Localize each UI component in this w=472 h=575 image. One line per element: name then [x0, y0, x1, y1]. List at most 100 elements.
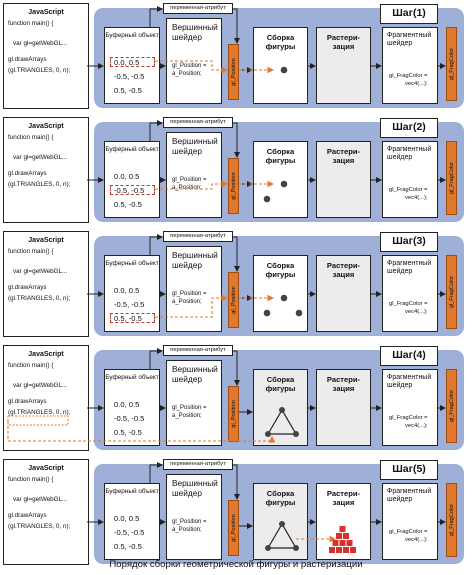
buffer-row: 0.5, -0.5	[114, 542, 142, 551]
fragment-shader-box: Фрагментный шейдер gl_FragColor =vec4(...…	[382, 141, 438, 218]
attribute-variable-label: переменная-атрибут	[163, 231, 233, 242]
buffer-row: 0.5, -0.5	[114, 428, 142, 437]
rasterization-title: Растери-зация	[326, 261, 361, 279]
arrow-attribute-to-position	[233, 350, 240, 386]
step-label: Шаг(4)	[380, 346, 438, 366]
rasterization-box: Растери-зация	[316, 255, 371, 332]
rasterization-box: Растери-зация	[316, 141, 371, 218]
assembled-triangle	[266, 522, 298, 549]
attribute-variable-label: переменная-атрибут	[163, 345, 233, 356]
fragment-shader-code-line: vec4(...);	[404, 422, 428, 429]
shape-assembly-title: Сборка фигуры	[265, 147, 296, 165]
fragment-shader-code-line: gl_FragColor =	[389, 187, 428, 193]
javascript-line: function main() {	[8, 134, 54, 141]
fragment-shader-title: Фрагментный шейдер	[387, 374, 432, 390]
vertex-shader-code-line: a_Position;	[172, 298, 202, 305]
assembled-vertex-dot	[295, 309, 303, 317]
raster-fragment	[332, 540, 339, 546]
arrow-buffer-to-attribute	[149, 120, 163, 141]
raster-fragment	[346, 540, 353, 546]
gl-position-tab: gl_Position	[228, 500, 239, 556]
connector-overlay	[87, 6, 446, 74]
arrow-buffer-to-attribute	[149, 234, 163, 255]
vertex-shader-code: gl_Position =a_Position;	[172, 177, 207, 193]
fragment-shader-code: gl_FragColor =vec4(...);	[389, 415, 428, 430]
javascript-line: gl.drawArrays	[8, 170, 47, 177]
buffer-row: -0.5, -0.5	[114, 414, 145, 423]
fragment-shader-code-line: gl_FragColor =	[389, 73, 428, 79]
gl-fragcolor-tab: gl_FragColor	[446, 141, 457, 215]
connector-overlay	[7, 348, 446, 443]
vertex-shader-code-line: a_Position;	[172, 184, 202, 191]
buffer-row-highlight	[110, 313, 155, 323]
arrow-buffer-to-attribute	[149, 462, 163, 483]
attribute-variable-label: переменная-атрибут	[163, 459, 233, 470]
dashed-vertex-path	[155, 60, 229, 74]
javascript-line: gl.drawArrays	[8, 56, 47, 63]
vertex-shader-code: gl_Position =a_Position;	[172, 519, 207, 535]
buffer-row: -0.5, -0.5	[114, 72, 145, 81]
assembled-vertex-dot	[293, 545, 299, 551]
assembled-vertex-dot	[265, 431, 271, 437]
javascript-line: (gl.TRIANGLES, 0, n);	[8, 181, 71, 188]
gl-position-tab: gl_Position	[228, 272, 239, 328]
javascript-title: JavaScript	[28, 123, 64, 130]
buffer-object-title: Буферный объект	[105, 374, 159, 381]
assembled-vertex-dot	[280, 66, 288, 74]
buffer-row-highlight	[110, 185, 155, 195]
fragment-shader-code-line: vec4(...);	[404, 194, 428, 201]
arrow-buffer-to-attribute	[149, 348, 163, 369]
assembled-triangle	[266, 408, 298, 435]
assembled-vertex-dot	[293, 431, 299, 437]
vertex-shader-title: Вершинный шейдер	[172, 250, 218, 270]
vertex-shader-code: gl_Position =a_Position;	[172, 63, 207, 79]
fragment-shader-title: Фрагментный шейдер	[387, 146, 432, 162]
vertex-shader-code-line: gl_Position =	[172, 519, 207, 525]
javascript-title: JavaScript	[28, 9, 64, 16]
assembled-vertex-dot	[279, 407, 285, 413]
buffer-object-title: Буферный объект	[105, 146, 159, 153]
raster-fragment	[329, 547, 335, 553]
buffer-row: 0.0, 0.5	[114, 172, 140, 181]
rasterization-title: Растери-зация	[326, 489, 361, 507]
javascript-title: JavaScript	[28, 237, 64, 244]
assembled-vertex-dot	[280, 294, 288, 302]
fragment-shader-code: gl_FragColor =vec4(...);	[389, 301, 428, 316]
vertex-shader-title: Вершинный шейдер	[172, 478, 218, 498]
javascript-title: JavaScript	[28, 465, 64, 472]
connector-overlay	[87, 120, 446, 203]
buffer-row: -0.5, -0.5	[114, 300, 145, 309]
raster-fragment	[336, 533, 342, 539]
fragment-shader-code-line: vec4(...);	[404, 80, 428, 87]
buffer-row: 0.0, 0.5	[114, 286, 140, 295]
buffer-object-title: Буферный объект	[105, 32, 159, 39]
vertex-shader-code-line: gl_Position =	[172, 63, 207, 69]
fragment-shader-code-line: gl_FragColor =	[389, 415, 428, 421]
javascript-line: var gl=getWebGL...	[13, 382, 68, 389]
vertex-shader-code-line: gl_Position =	[172, 177, 207, 183]
assembled-vertex-dot	[280, 180, 288, 188]
vertex-shader-title: Вершинный шейдер	[172, 136, 218, 156]
arrow-buffer-to-attribute	[149, 6, 163, 27]
shape-assembly-title: Сборка фигуры	[265, 33, 296, 51]
draw-call-highlight	[7, 415, 69, 426]
fragment-shader-code-line: vec4(...);	[404, 308, 428, 315]
gl-position-tab: gl_Position	[228, 158, 239, 214]
buffer-row: -0.5, -0.5	[114, 528, 145, 537]
arrow-attribute-to-position	[233, 236, 240, 272]
shape-assembly-box: Сборка фигуры	[253, 255, 308, 332]
gl-position-tab: gl_Position	[228, 44, 239, 100]
vertex-shader-title: Вершинный шейдер	[172, 364, 218, 384]
buffer-object-title: Буферный объект	[105, 260, 159, 267]
connector-overlay	[87, 462, 446, 553]
